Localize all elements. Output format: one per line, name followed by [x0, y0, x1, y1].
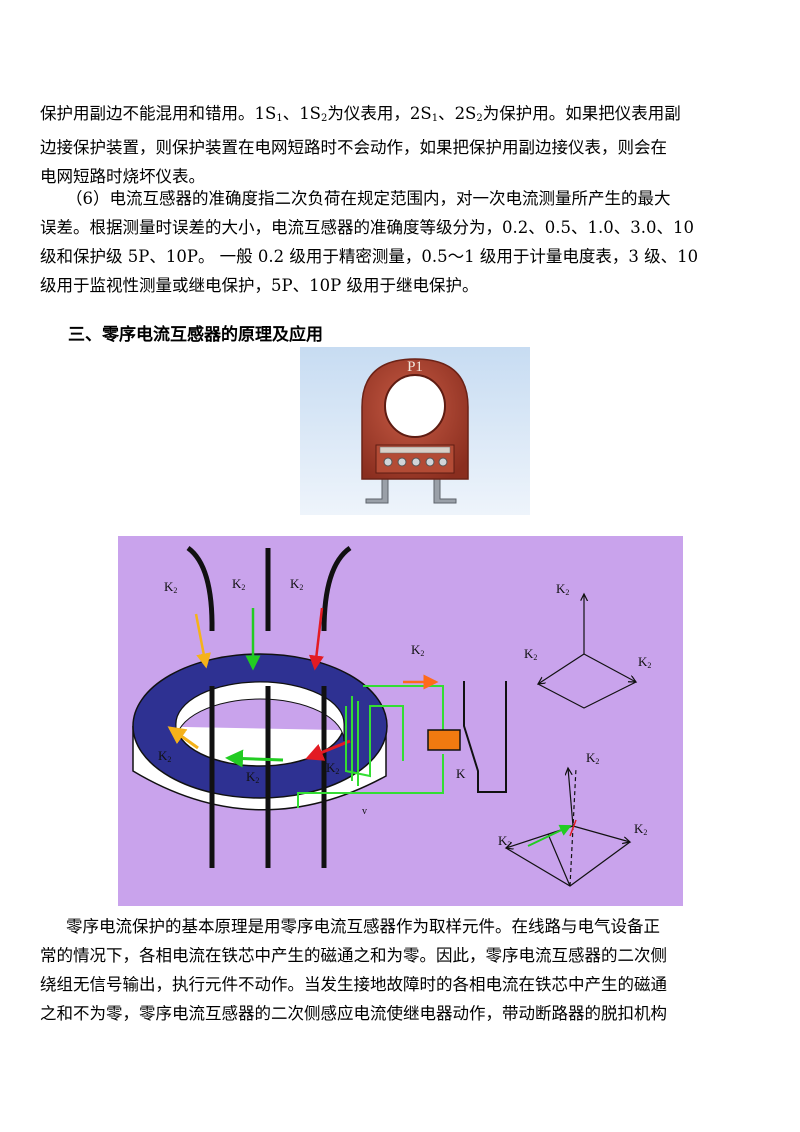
- phasor-diagram-balanced: [538, 594, 636, 709]
- paragraph-line: 保护用副边不能混用和错用。1S1、1S2为仪表用，2S1、2S2为保护用。如果把…: [40, 104, 681, 124]
- label-k2: K2: [411, 642, 424, 658]
- paragraph-line: 级和保护级 5P、10P。 一般 0.2 级用于精密测量，0.5～1 级用于计量…: [40, 247, 699, 266]
- label-k2: K2: [232, 576, 245, 592]
- paragraph-line: 边接保护装置，则保护装置在电网短路时不会动作，如果把保护用副边接仪表，则会在: [40, 138, 667, 157]
- label-k2: K2: [246, 769, 259, 785]
- label-k2: K2: [290, 576, 303, 592]
- paragraph-line: 之和不为零，零序电流互感器的二次侧感应电流使继电器动作，带动断路器的脱扣机构: [40, 1004, 667, 1023]
- paragraph-zero-sequence-principle: 零序电流保护的基本原理是用零序电流互感器作为取样元件。在线路与电气设备正 常的情…: [40, 912, 762, 1028]
- paragraph-line: 级用于监视性测量或继电保护，5P、10P 级用于继电保护。: [40, 276, 479, 295]
- paragraph-ct-secondary-usage: 保护用副边不能混用和错用。1S1、1S2为仪表用，2S1、2S2为保护用。如果把…: [40, 99, 762, 191]
- diagram-background: [118, 536, 683, 906]
- relay-label: K: [456, 766, 466, 781]
- section-heading: 三、零序电流互感器的原理及应用: [68, 325, 323, 345]
- label-k2: K2: [524, 646, 537, 662]
- relay-coil: [427, 729, 461, 751]
- paragraph-line: （6）电流互感器的准确度指二次负荷在规定范围内，对一次电流测量所产生的最大: [66, 189, 671, 208]
- paragraph-line: 零序电流保护的基本原理是用零序电流互感器作为取样元件。在线路与电气设备正: [66, 917, 660, 936]
- label-k2: K2: [498, 833, 511, 849]
- label-k2: K2: [638, 654, 651, 670]
- small-mark: v: [362, 806, 367, 817]
- paragraph-line: 绕组无信号输出，执行元件不动作。当发生接地故障时的各相电流在铁芯中产生的磁通: [40, 975, 667, 994]
- label-k2: K2: [164, 579, 177, 595]
- label-k2: K2: [634, 821, 647, 837]
- paragraph-line: 电网短路时烧坏仪表。: [40, 167, 205, 186]
- zero-sequence-principle-diagram: K2 K2 K2 K2 K2 K2 K2 K2 K2 K2 K2 K2 K2 K…: [118, 536, 683, 906]
- label-k2: K2: [326, 760, 339, 776]
- trip-contact: [463, 681, 507, 793]
- photo-label: P1: [407, 359, 423, 375]
- paragraph-line: 误差。根据测量时误差的大小，电流互感器的准确度等级分为，0.2、0.5、1.0、…: [40, 218, 694, 237]
- label-k2: K2: [556, 581, 569, 597]
- label-k2: K2: [586, 750, 599, 766]
- zero-sequence-ct-photo: P1: [300, 347, 530, 515]
- label-k2: K2: [158, 748, 171, 764]
- paragraph-accuracy-class: （6）电流互感器的准确度指二次负荷在规定范围内，对一次电流测量所产生的最大 误差…: [40, 184, 762, 300]
- paragraph-line: 常的情况下，各相电流在铁芯中产生的磁通之和为零。因此，零序电流互感器的二次侧: [40, 946, 667, 965]
